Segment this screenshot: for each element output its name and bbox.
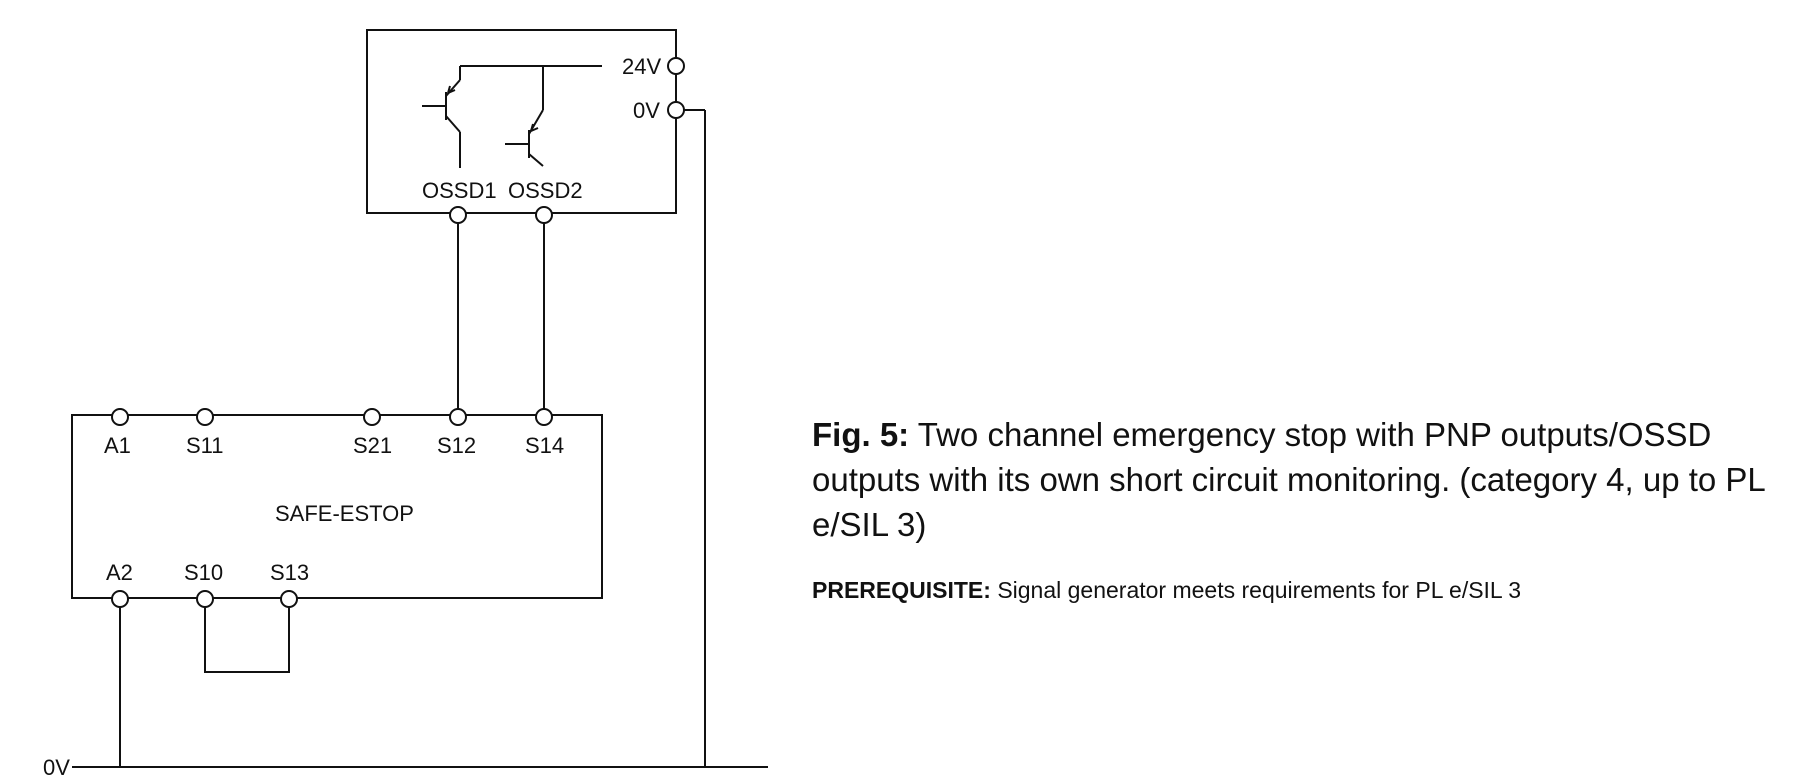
relay-terminal-label-a1: A1 bbox=[104, 433, 131, 458]
terminal-s14 bbox=[535, 408, 553, 426]
terminal-s13 bbox=[280, 590, 298, 608]
prerequisite-label: PREREQUISITE: bbox=[812, 577, 991, 603]
terminal-label-0v-sensor: 0V bbox=[633, 98, 660, 123]
figure-caption: Fig. 5: Two channel emergency stop with … bbox=[812, 412, 1797, 547]
relay-box bbox=[71, 414, 603, 599]
terminal-s21 bbox=[363, 408, 381, 426]
terminal-s10 bbox=[196, 590, 214, 608]
terminal-s12 bbox=[449, 408, 467, 426]
terminal-a1 bbox=[111, 408, 129, 426]
figure-text: Two channel emergency stop with PNP outp… bbox=[812, 416, 1765, 543]
terminal-a2 bbox=[111, 590, 129, 608]
figure-caption-block: Fig. 5: Two channel emergency stop with … bbox=[812, 412, 1797, 605]
relay-terminal-label-s12: S12 bbox=[437, 433, 476, 458]
terminal-s11 bbox=[196, 408, 214, 426]
terminal-ossd2 bbox=[535, 206, 553, 224]
relay-terminal-label-a2: A2 bbox=[106, 560, 133, 585]
relay-terminal-label-s21: S21 bbox=[353, 433, 392, 458]
relay-terminal-label-s13: S13 bbox=[270, 560, 309, 585]
terminal-label-24v: 24V bbox=[622, 54, 661, 79]
wiring-diagram: 24V 0V OSSD1 OSSD2 0V A1 S11 S21 S12 S14… bbox=[43, 29, 768, 780]
sensor-unit: 24V 0V OSSD1 OSSD2 bbox=[366, 29, 677, 214]
sensor-box bbox=[366, 29, 677, 214]
transistor-2-icon bbox=[505, 109, 544, 167]
terminal-ossd1 bbox=[449, 206, 467, 224]
ground-rail-label: 0V bbox=[43, 755, 70, 780]
relay-name: SAFE-ESTOP bbox=[275, 501, 414, 526]
bridge-s10-s13 bbox=[204, 599, 290, 673]
transistor-1-icon bbox=[422, 79, 461, 168]
relay-terminal-label-s11: S11 bbox=[186, 433, 224, 458]
prerequisite-note: PREREQUISITE: Signal generator meets req… bbox=[812, 575, 1797, 605]
relay-unit: A1 S11 S21 S12 S14 SAFE-ESTOP A2 S10 S13 bbox=[71, 414, 603, 599]
terminal-label-ossd1: OSSD1 bbox=[422, 178, 497, 203]
terminal-24v bbox=[667, 57, 685, 75]
relay-terminal-label-s14: S14 bbox=[525, 433, 564, 458]
relay-terminal-label-s10: S10 bbox=[184, 560, 223, 585]
prerequisite-text: Signal generator meets requirements for … bbox=[997, 577, 1522, 603]
terminal-label-ossd2: OSSD2 bbox=[508, 178, 583, 203]
terminal-0v-sensor bbox=[667, 101, 685, 119]
figure-label: Fig. 5: bbox=[812, 416, 910, 453]
